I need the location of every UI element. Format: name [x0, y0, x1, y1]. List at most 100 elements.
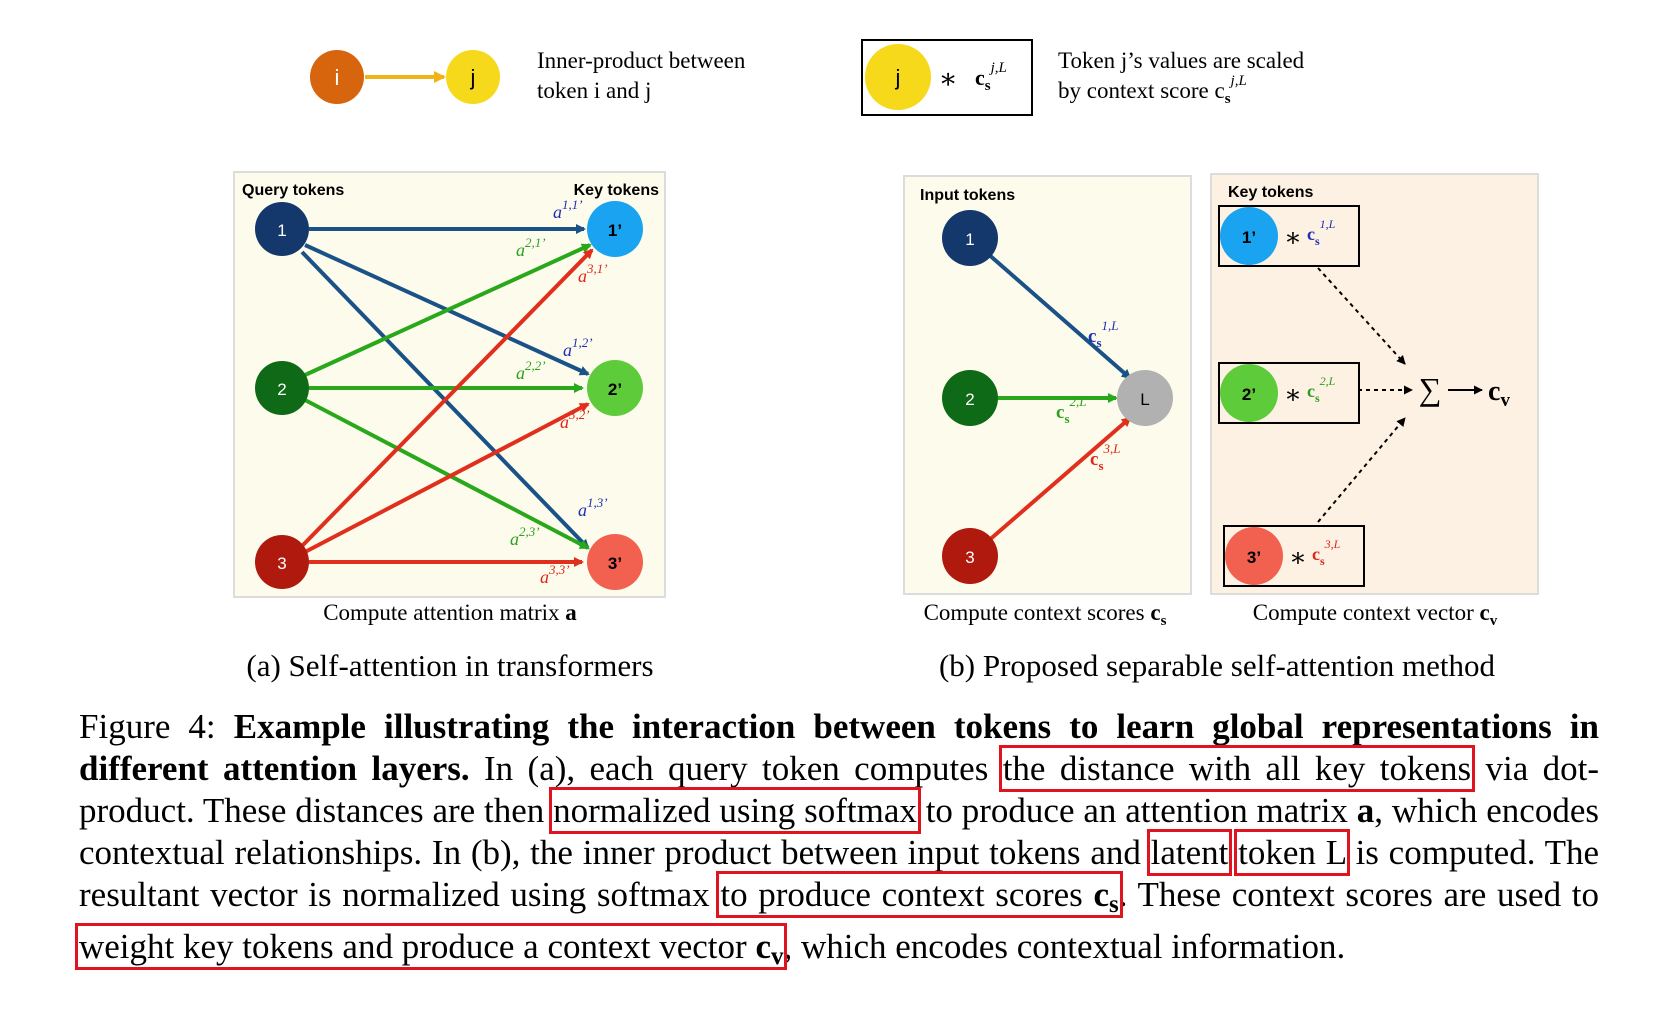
query-node-3-label: 3: [277, 554, 286, 573]
input-node-2: [942, 370, 998, 426]
caption-bold: Example illustrating the interaction bet…: [79, 707, 1599, 788]
legend-box: [861, 39, 1033, 116]
key-box-op-2: ∗: [1284, 380, 1302, 409]
edge-label-a-1-3: a1,3’: [578, 495, 608, 520]
panel-a: Query tokens Key tokens 1 2 3 1’ 2’ 3’ a…: [233, 171, 666, 683]
key-box-op-3: ∗: [1289, 543, 1307, 572]
panel-b-subcaption: (b) Proposed separable self-attention me…: [939, 648, 1496, 683]
key-node-3: [587, 534, 643, 590]
query-node-1: [255, 202, 309, 256]
key-node-2: [587, 360, 643, 416]
caption-text-2: via dot-product. These distances are the…: [79, 749, 1599, 830]
query-node-2-label: 2: [277, 380, 286, 399]
legend-node-i: [310, 50, 364, 104]
edge-label-a-3-1: a3,1’: [578, 261, 608, 286]
key-box-3: [1223, 525, 1365, 587]
score-label-cs-2-L: cs2,L: [1056, 394, 1086, 426]
highlight-3b: token L: [1234, 829, 1350, 876]
figure-label: Figure 4:: [79, 707, 216, 746]
key-box-score-3: cs3,L: [1312, 537, 1341, 568]
key-node-3-label: 3’: [608, 554, 622, 573]
key-box-op-1: ∗: [1284, 223, 1302, 252]
edge-label-a-2-2: a2,2’: [516, 358, 546, 383]
score-label-cs-3-L: cs3,L: [1090, 441, 1120, 473]
key-boxes: 1’∗cs1,L2’∗cs2,L3’∗cs3,L: [1218, 205, 1365, 587]
score-edge-3: [985, 416, 1132, 544]
legend-left-line2: token i and j: [537, 78, 651, 103]
highlight-4: to produce context scores cs: [716, 871, 1123, 918]
caption-text-7: , which encodes contextual information.: [783, 927, 1346, 966]
panel-a-subcaption: (a) Self-attention in transformers: [246, 648, 653, 683]
edge-label-a-3-3: a3,3’: [540, 562, 570, 587]
legend-node-j-label: j: [470, 65, 476, 90]
panel-a-key-header: Key tokens: [574, 182, 659, 199]
key-box-node-2: [1220, 364, 1278, 422]
score-label-cs-1-L: cs1,L: [1088, 318, 1118, 350]
key-box-1: [1218, 205, 1360, 267]
edge-label-a-2-3: a2,3’: [510, 524, 540, 549]
legend-box-node-label: j: [895, 65, 901, 90]
key-box-node-3: [1225, 527, 1283, 585]
caption-a-bold: a: [1356, 791, 1375, 830]
legend-box-score: csj,L: [975, 60, 1007, 94]
legend-left-line1: Inner-product between: [537, 48, 746, 73]
edge-label-a-1-1: a1,1’: [553, 197, 583, 222]
figure-caption: Figure 4: Example illustrating the inter…: [74, 706, 1600, 978]
highlight-2: normalized using softmax: [549, 787, 921, 834]
legend-right-line1: Token j’s values are scaled: [1058, 48, 1305, 73]
edge-labels: a1,1’a2,1’a3,1’a1,2’a2,2’a3,2’a1,3’a2,3’…: [510, 197, 608, 587]
figure: i j Inner-product between token i and j …: [233, 39, 1539, 683]
panel-a-query-header: Query tokens: [242, 182, 344, 199]
input-node-1-label: 1: [965, 230, 974, 249]
legend: i j Inner-product between token i and j …: [310, 39, 1305, 116]
score-edge-1: [985, 251, 1132, 380]
edge-2-1: [304, 243, 592, 377]
input-node-2-label: 2: [965, 390, 974, 409]
caption-text-6: . These context scores are used to: [1118, 875, 1599, 914]
input-node-3: [942, 528, 998, 584]
input-node-3-label: 3: [965, 548, 974, 567]
key-box-score-2: cs2,L: [1307, 374, 1336, 405]
highlight-3a: latent: [1146, 829, 1233, 876]
legend-box-node: [865, 44, 931, 110]
sum-symbol: ∑: [1419, 371, 1442, 407]
query-node-2: [255, 361, 309, 415]
caption-text-3: to produce an attention matrix: [916, 791, 1357, 830]
context-vector-output: cv: [1488, 376, 1510, 411]
panel-b-right-caption: Compute context vector cv: [1253, 600, 1498, 629]
dotted-arrow-3: [1317, 417, 1406, 523]
highlight-5: weight key tokens and produce a context …: [74, 923, 788, 970]
key-box-node-label-1: 1’: [1242, 228, 1256, 247]
panel-a-caption: Compute attention matrix a: [323, 600, 577, 625]
key-box-node-label-3: 3’: [1247, 548, 1261, 567]
caption-text-5: is computed. The resultant vector is nor…: [79, 833, 1600, 914]
key-box-node-label-2: 2’: [1242, 385, 1256, 404]
input-node-1: [942, 210, 998, 266]
query-node-1-label: 1: [277, 221, 286, 240]
latent-node-label: L: [1140, 390, 1149, 409]
panel-b-input-header: Input tokens: [920, 187, 1015, 204]
key-node-1-label: 1’: [608, 221, 622, 240]
legend-box-op: ∗: [938, 64, 957, 95]
highlight-1: the distance with all key tokens: [998, 745, 1476, 792]
legend-node-j: [446, 50, 500, 104]
edge-3-1: [300, 248, 594, 548]
panel-b-key-header: Key tokens: [1228, 184, 1313, 201]
edge-3-2: [304, 402, 590, 554]
latent-node: [1117, 370, 1173, 426]
key-node-1: [587, 201, 643, 257]
key-box-node-1: [1220, 207, 1278, 265]
key-box-2: [1218, 362, 1360, 424]
caption-text-4: , which encodes contextual relationships…: [79, 791, 1599, 872]
query-node-3: [255, 535, 309, 589]
key-box-score-1: cs1,L: [1307, 217, 1336, 248]
edge-label-a-3-2: a3,2’: [560, 407, 590, 432]
panel-b-left-caption: Compute context scores cs: [924, 600, 1167, 629]
legend-node-i-label: i: [335, 65, 340, 90]
edge-2-3: [304, 398, 590, 550]
legend-right-line2: by context score csj,L: [1058, 73, 1247, 107]
edge-label-a-1-2: a1,2’: [563, 335, 593, 360]
dotted-arrow-1: [1317, 267, 1406, 365]
